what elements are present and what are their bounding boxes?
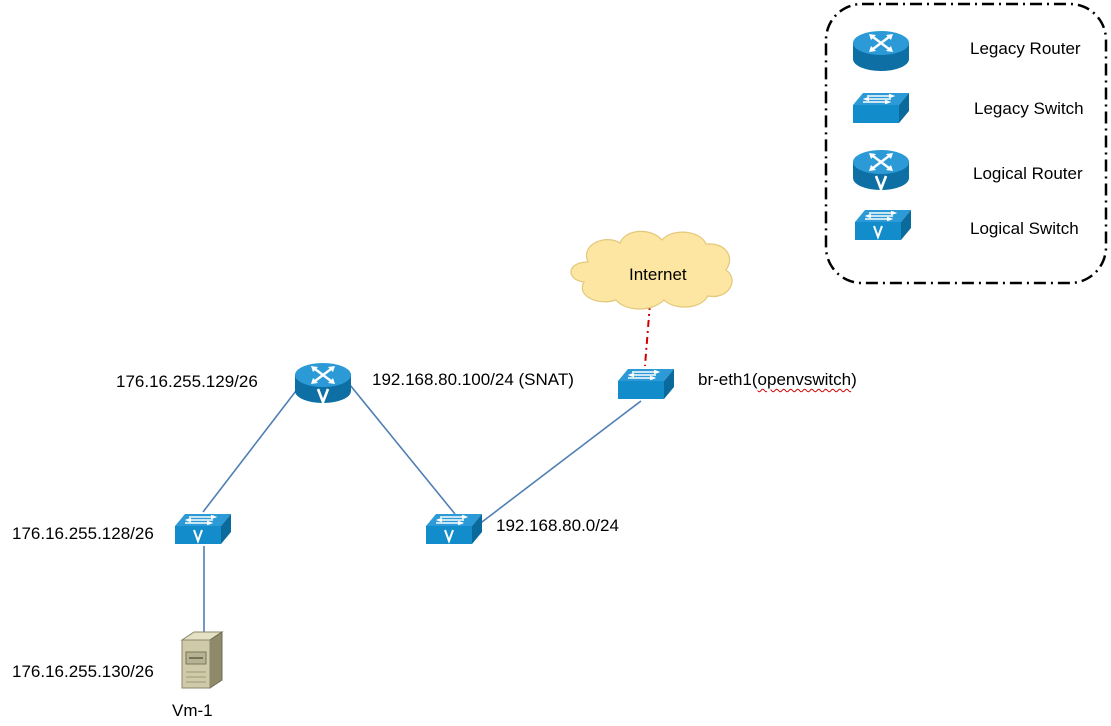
legacy-router-icon — [851, 29, 911, 73]
vm-ip-label: 176.16.255.130/26 — [12, 662, 154, 681]
bridge-switch — [617, 368, 675, 400]
internet-label: Internet — [629, 265, 687, 284]
internet-cloud — [570, 230, 733, 310]
logical-router-icon — [851, 148, 911, 192]
bridge-label: br-eth1(openvswitch) — [698, 370, 857, 390]
link-right-switch-to-bridge — [477, 400, 642, 526]
legacy-switch-icon — [852, 92, 910, 124]
legend-label-logical-router: Logical Router — [973, 164, 1083, 183]
bridge-label-suffix: ) — [851, 370, 857, 389]
switch-right-ip-label: 192.168.80.0/24 — [496, 516, 619, 535]
logical-router — [293, 361, 353, 405]
router-right-ip-label: 192.168.80.100/24 (SNAT) — [372, 370, 574, 389]
logical-switch-left — [174, 513, 232, 545]
legend-label-legacy-router: Legacy Router — [970, 39, 1081, 58]
legend-box — [824, 2, 1108, 285]
logical-switch-right — [425, 513, 483, 545]
logical-switch-icon — [854, 209, 912, 241]
router-left-ip-label: 176.16.255.129/26 — [116, 372, 258, 391]
link-bridge-to-internet — [644, 302, 651, 367]
legend-label-logical-switch: Logical Switch — [970, 219, 1079, 238]
vm-server-icon — [180, 631, 224, 689]
bridge-label-word: openvswitch — [757, 370, 852, 389]
bridge-label-prefix: br-eth1( — [698, 370, 758, 389]
link-router-to-left-switch — [202, 386, 300, 513]
link-router-to-right-switch — [349, 384, 456, 515]
vm-name-label: Vm-1 — [172, 701, 213, 720]
legend-label-legacy-switch: Legacy Switch — [974, 99, 1084, 118]
switch-left-ip-label: 176.16.255.128/26 — [12, 524, 154, 543]
